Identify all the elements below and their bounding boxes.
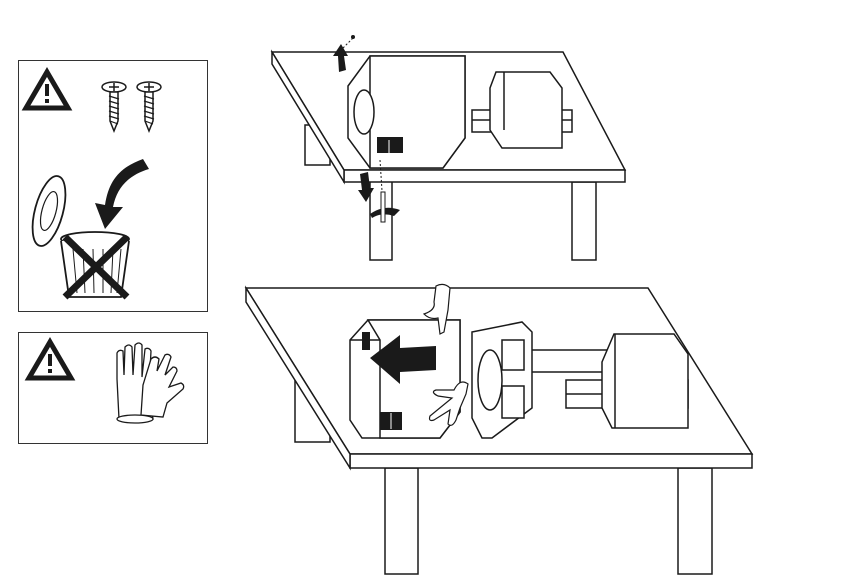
screw-icon bbox=[136, 81, 162, 134]
warning-triangle-icon bbox=[21, 67, 73, 111]
illustration-remove-screws bbox=[270, 35, 627, 261]
hand-icon bbox=[422, 283, 451, 335]
hand-icon bbox=[428, 381, 469, 426]
warning-panel-disposal bbox=[18, 60, 208, 312]
down-arrow-icon bbox=[358, 172, 374, 202]
up-arrow-icon bbox=[333, 44, 348, 72]
screw-icon bbox=[101, 81, 127, 134]
trash-can-icon bbox=[31, 175, 130, 300]
warning-panel-gloves bbox=[18, 332, 208, 444]
curved-arrow-icon bbox=[95, 159, 149, 229]
illustration-slide-cover bbox=[244, 283, 754, 575]
left-arrow-icon bbox=[370, 335, 436, 384]
warning-triangle-icon bbox=[24, 337, 76, 381]
gloves-icon bbox=[116, 342, 185, 424]
